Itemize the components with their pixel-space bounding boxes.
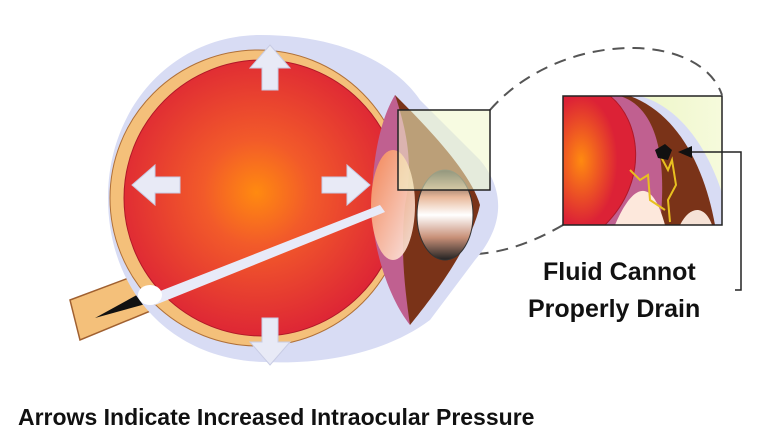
arrow-down-icon — [248, 317, 292, 366]
diagram-caption: Arrows Indicate Increased Intraocular Pr… — [18, 404, 535, 430]
visual-axis — [150, 205, 385, 305]
callout-leader-line — [690, 151, 742, 291]
callout-label-line1: Fluid Cannot — [543, 258, 696, 286]
eyeball — [108, 35, 499, 363]
blockage — [655, 144, 672, 160]
zoom-region-box — [397, 109, 491, 191]
magnified-drainage-inset — [563, 96, 722, 225]
arrow-right-icon — [321, 163, 371, 207]
arrow-left-icon — [131, 163, 181, 207]
arrow-up-icon — [248, 44, 292, 91]
callout-label-line2: Properly Drain — [528, 295, 701, 323]
callout-arrow-icon — [678, 146, 692, 158]
